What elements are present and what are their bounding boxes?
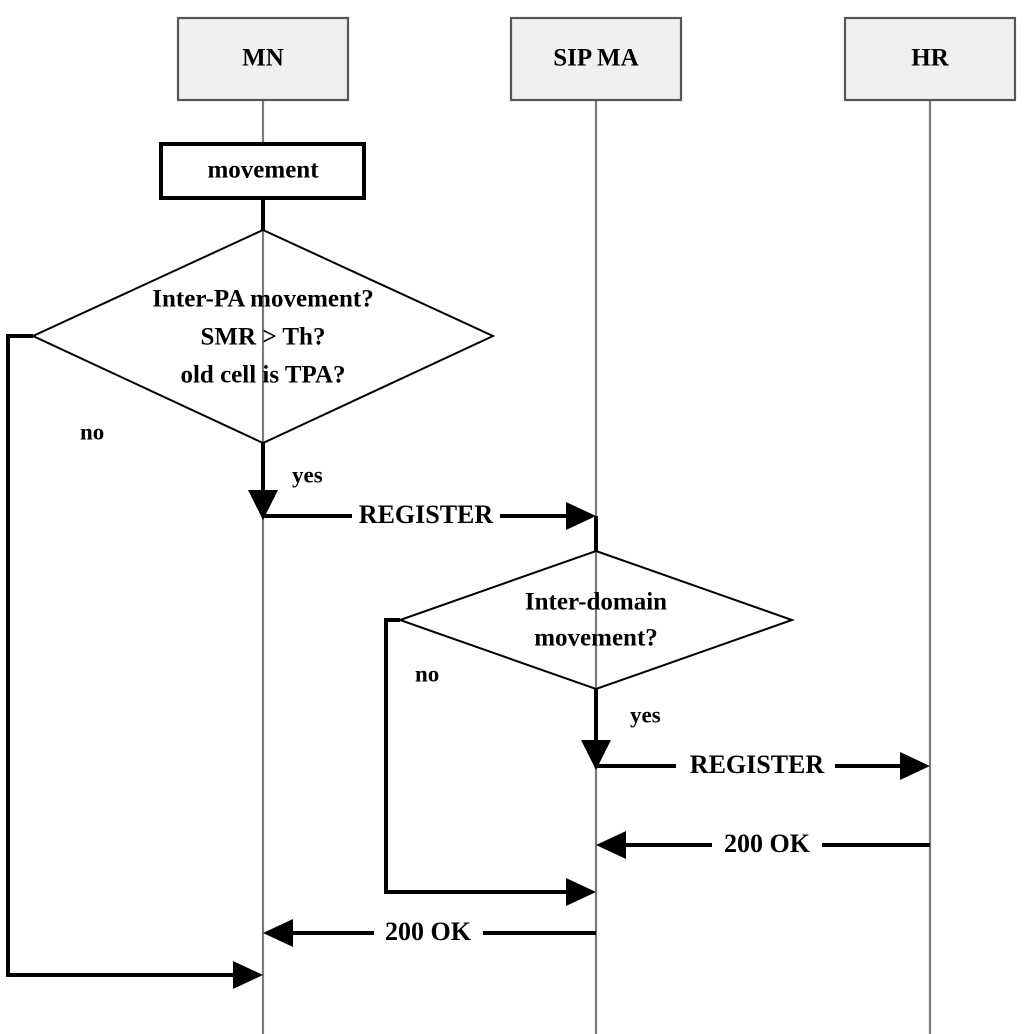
- message-ok-hr-sipma-arrowhead: [596, 831, 626, 859]
- participant-box-sipma: [509, 16, 683, 102]
- flow-yes-inter-pa-arrowhead: [248, 490, 278, 520]
- decision-inter-pa-line1: Inter-PA movement?: [152, 286, 373, 313]
- flow-yes-inter-domain-arrowhead: [581, 740, 611, 770]
- decision-inter-domain[interactable]: Inter-domain movement?: [396, 549, 796, 691]
- message-ok-sipma-mn[interactable]: 200 OK: [263, 917, 596, 947]
- branch-label-no-1: no: [80, 419, 104, 444]
- decision-inter-domain-line2: movement?: [534, 625, 658, 652]
- message-register-mn-sipma-arrowhead: [566, 502, 596, 530]
- lifelines: [261, 100, 932, 1034]
- participant-label-mn: MN: [242, 45, 284, 72]
- message-register-sipma-hr-arrowhead: [900, 752, 930, 780]
- loop-no-inter-pa-path: [6, 334, 243, 977]
- participant-header-sipma[interactable]: SIP MA: [509, 16, 683, 102]
- process-box-movement-label: movement: [207, 157, 319, 184]
- decision-inter-domain-line1: Inter-domain: [525, 589, 667, 616]
- message-register-sipma-hr[interactable]: REGISTER: [596, 750, 930, 780]
- participant-label-sipma: SIP MA: [553, 45, 638, 72]
- loop-no-inter-pa-arrowhead: [233, 961, 263, 989]
- participant-box-mn: [176, 16, 350, 102]
- message-ok-sipma-mn-arrowhead: [263, 919, 293, 947]
- message-ok-hr-sipma-label: 200 OK: [724, 829, 811, 858]
- loop-no-inter-pa: [6, 334, 263, 989]
- message-ok-sipma-mn-label: 200 OK: [385, 917, 472, 946]
- participant-header-mn[interactable]: MN: [176, 16, 350, 102]
- participant-header-hr[interactable]: HR: [843, 16, 1017, 102]
- participant-label-hr: HR: [911, 45, 949, 72]
- branch-label-no-2: no: [415, 661, 439, 686]
- message-register-sipma-hr-label: REGISTER: [690, 750, 825, 779]
- loop-no-inter-domain-path: [384, 618, 576, 894]
- process-box-movement[interactable]: movement: [159, 142, 366, 200]
- loop-no-inter-domain-arrowhead: [566, 878, 596, 906]
- branch-labels: no yes no yes: [80, 419, 661, 727]
- decision-inter-pa-line2: SMR > Th?: [201, 324, 326, 351]
- participant-box-hr: [843, 16, 1017, 102]
- branch-label-yes-2: yes: [630, 702, 661, 727]
- branch-label-yes-1: yes: [292, 462, 323, 487]
- message-register-mn-sipma-label: REGISTER: [359, 500, 494, 529]
- message-register-mn-sipma[interactable]: REGISTER: [263, 500, 596, 530]
- flow-yes-inter-domain: [581, 689, 611, 770]
- flow-yes-inter-pa: [248, 443, 278, 520]
- message-ok-hr-sipma[interactable]: 200 OK: [596, 829, 930, 859]
- loop-no-inter-domain: [384, 618, 596, 906]
- decision-inter-pa-line3: old cell is TPA?: [180, 362, 345, 389]
